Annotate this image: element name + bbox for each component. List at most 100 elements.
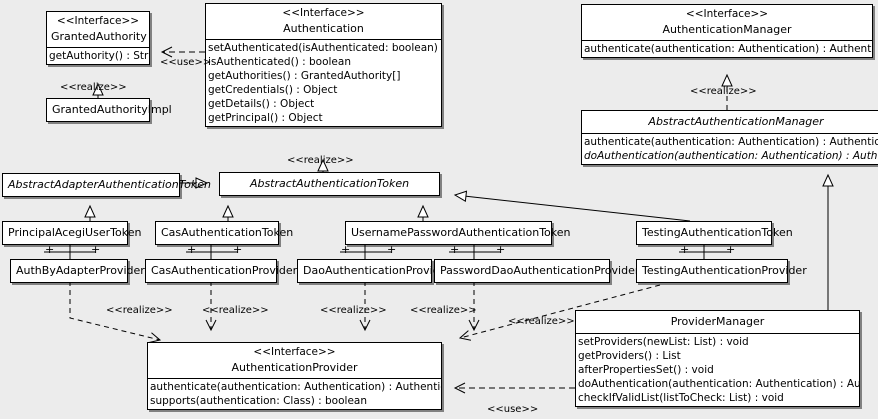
class-dao-authentication-provider[interactable]: DaoAuthenticationProvider <box>297 259 451 283</box>
class-header: <<Interface>> Authentication <box>206 4 441 39</box>
class-member: getCredentials() : Object <box>208 84 338 96</box>
class-header: AbstractAuthenticationToken <box>220 173 439 195</box>
class-header: AbstractAdapterAuthenticationToken <box>3 174 211 196</box>
stereotype-label: <<Interface>> <box>282 7 365 19</box>
class-name: UsernamePasswordAuthenticationToken <box>351 226 571 239</box>
class-member: setProviders(newList: List) : void <box>578 336 749 348</box>
class-name: AbstractAuthenticationManager <box>648 115 824 128</box>
class-name: CasAuthenticationProvider <box>151 264 298 277</box>
member-list: setProviders(newList: List) : void getPr… <box>576 334 859 406</box>
stereotype-label: <<Interface>> <box>253 346 336 358</box>
class-name: CasAuthenticationToken <box>161 226 294 239</box>
class-testing-authentication-provider[interactable]: TestingAuthenticationProvider <box>636 259 807 283</box>
class-name: ProviderManager <box>670 315 765 328</box>
class-granted-authority-impl[interactable]: GrantedAuthorityImpl <box>46 98 172 122</box>
class-name: AbstractAdapterAuthenticationToken <box>8 178 211 191</box>
class-name: Authentication <box>283 22 364 35</box>
class-header: CasAuthenticationProvider <box>146 260 298 282</box>
class-header: <<Interface>> AuthenticationManager <box>582 5 872 40</box>
class-name: GrantedAuthorityImpl <box>52 103 172 116</box>
class-header: PrincipalAcegiUserToken <box>3 222 142 244</box>
association-multiplicity-mark: + <box>341 243 351 256</box>
class-member: isAuthenticated() : boolean <box>208 56 351 68</box>
class-authentication-provider[interactable]: <<Interface>> AuthenticationProvider aut… <box>147 342 442 410</box>
association-multiplicity-mark: + <box>233 243 243 256</box>
class-cas-authentication-provider[interactable]: CasAuthenticationProvider <box>145 259 298 283</box>
class-cas-authentication-token[interactable]: CasAuthenticationToken <box>155 221 294 245</box>
class-header: AbstractAuthenticationManager <box>582 111 878 133</box>
class-header: <<Interface>> AuthenticationProvider <box>148 343 441 378</box>
class-member: getAuthorities() : GrantedAuthority[] <box>208 70 401 82</box>
divider <box>206 39 441 40</box>
class-header: UsernamePasswordAuthenticationToken <box>346 222 571 244</box>
class-password-dao-authentication-provider[interactable]: PasswordDaoAuthenticationProvider <box>434 259 640 283</box>
divider <box>582 133 878 134</box>
class-auth-by-adapter-provider[interactable]: AuthByAdapterProvider <box>10 259 145 283</box>
class-header: ProviderManager <box>576 311 859 333</box>
class-name: PasswordDaoAuthenticationProvider <box>440 264 640 277</box>
class-header: CasAuthenticationToken <box>156 222 294 244</box>
divider <box>582 40 872 41</box>
class-member: getProviders() : List <box>578 350 681 362</box>
edge-label-realize-password-dao-provider: <<realize>> <box>410 305 477 316</box>
association-multiplicity-mark: + <box>387 243 397 256</box>
association-multiplicity-mark: + <box>450 243 460 256</box>
edge-label-realize-cas-provider: <<realize>> <box>202 305 269 316</box>
class-authentication[interactable]: <<Interface>> Authentication setAuthenti… <box>205 3 442 127</box>
class-name: PrincipalAcegiUserToken <box>8 226 142 239</box>
class-testing-authentication-token[interactable]: TestingAuthenticationToken <box>636 221 793 245</box>
class-header: <<Interface>> GrantedAuthority <box>47 12 149 47</box>
class-abstract-adapter-authentication-token[interactable]: AbstractAdapterAuthenticationToken <box>2 173 211 197</box>
stereotype-label: <<Interface>> <box>685 8 769 20</box>
divider <box>148 378 441 379</box>
member-list: authenticate(authentication: Authenticat… <box>148 379 441 409</box>
class-principal-acegi-user-token[interactable]: PrincipalAcegiUserToken <box>2 221 142 245</box>
class-member: getAuthority() : String <box>49 50 149 62</box>
class-name: DaoAuthenticationProvider <box>303 264 451 277</box>
class-member: supports(authentication: Class) : boolea… <box>150 395 367 407</box>
class-header: AuthByAdapterProvider <box>11 260 145 282</box>
stereotype-label: <<Interface>> <box>56 15 140 27</box>
class-abstract-authentication-token[interactable]: AbstractAuthenticationToken <box>219 172 440 196</box>
class-member: authenticate(authentication: Authenticat… <box>150 381 441 393</box>
divider <box>47 47 149 48</box>
member-list: authenticate(authentication: Authenticat… <box>582 134 878 164</box>
association-multiplicity-mark: + <box>45 243 55 256</box>
class-member: getPrincipal() : Object <box>208 112 323 124</box>
class-name: AbstractAuthenticationToken <box>249 177 410 190</box>
association-multiplicity-mark: + <box>187 243 197 256</box>
class-header: GrantedAuthorityImpl <box>47 99 172 121</box>
class-name: AuthenticationManager <box>662 23 792 36</box>
divider <box>576 333 859 334</box>
edge-label-realize-granted-authority-impl: <<realize>> <box>60 82 127 93</box>
class-header: TestingAuthenticationToken <box>637 222 793 244</box>
edge-generalize-testing-token <box>453 190 691 222</box>
class-header: TestingAuthenticationProvider <box>637 260 807 282</box>
class-name: TestingAuthenticationProvider <box>642 264 807 277</box>
class-name: AuthenticationProvider <box>231 361 358 374</box>
association-multiplicity-mark: + <box>496 243 506 256</box>
class-member: doAuthentication(authentication: Authent… <box>584 150 878 162</box>
edge-label-use-provider-manager: <<use>> <box>487 404 539 415</box>
class-granted-authority[interactable]: <<Interface>> GrantedAuthority getAuthor… <box>46 11 150 65</box>
class-member: afterPropertiesSet() : void <box>578 364 714 376</box>
class-header: PasswordDaoAuthenticationProvider <box>435 260 640 282</box>
association-multiplicity-mark: + <box>91 243 101 256</box>
edge-label-realize-dao-provider: <<realize>> <box>320 305 387 316</box>
class-name: GrantedAuthority <box>51 30 147 43</box>
member-list: getAuthority() : String <box>47 48 149 64</box>
class-authentication-manager[interactable]: <<Interface>> AuthenticationManager auth… <box>581 4 873 58</box>
edge-label-realize-authentication-manager: <<realize>> <box>690 86 757 97</box>
class-member: getDetails() : Object <box>208 98 315 110</box>
edge-label-use-granted-authority: <<use>> <box>160 57 212 68</box>
member-list: setAuthenticated(isAuthenticated: boolea… <box>206 40 441 126</box>
edge-label-realize-authentication-token: <<realize>> <box>287 155 354 166</box>
class-member: doAuthentication(authentication: Authent… <box>578 378 859 390</box>
class-member: authenticate(authentication: Authenticat… <box>584 43 872 55</box>
association-multiplicity-mark: + <box>726 243 736 256</box>
member-list: authenticate(authentication: Authenticat… <box>582 41 872 57</box>
class-abstract-authentication-manager[interactable]: AbstractAuthenticationManager authentica… <box>581 110 878 165</box>
class-provider-manager[interactable]: ProviderManager setProviders(newList: Li… <box>575 310 860 407</box>
class-username-password-authentication-token[interactable]: UsernamePasswordAuthenticationToken <box>345 221 571 245</box>
